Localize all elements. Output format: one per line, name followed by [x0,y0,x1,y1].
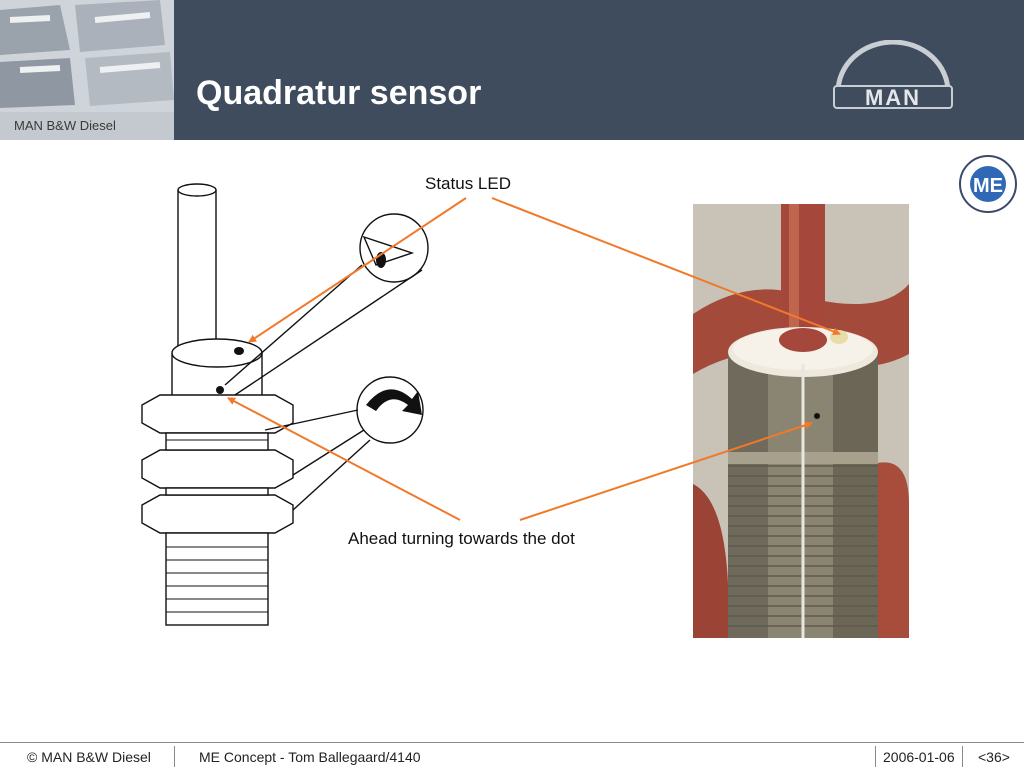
footer-divider [0,742,1024,743]
status-led-label: Status LED [425,174,511,193]
sensor-nut-lower [141,494,294,534]
footer-separator [875,746,876,767]
sensor-drawing [141,183,429,626]
direction-dot [216,386,224,394]
status-led-dot [234,347,244,355]
footer-copyright: © MAN B&W Diesel [27,749,151,765]
footer-separator [962,746,963,767]
led-zoom-dot [376,252,386,268]
man-logo-text: MAN [865,85,921,110]
sensor-photo [693,204,909,638]
page-title: Quadratur sensor [196,74,482,112]
corner-label-bar [0,112,174,140]
footer-date: 2006-01-06 [883,749,955,765]
sensor-nut-upper [141,394,294,434]
footer-separator [174,746,175,767]
sensor-cable [177,189,217,359]
corner-label: MAN B&W Diesel [14,118,116,133]
footer-presentation: ME Concept - Tom Ballegaard/4140 [199,749,421,765]
page-number: <36> [978,749,1010,765]
sensor-photo-image [693,204,909,638]
me-badge-icon: ME [959,155,1017,213]
me-badge-text: ME [973,175,1003,197]
man-logo: MAN [833,40,953,110]
ahead-turning-label: Ahead turning towards the dot [348,529,575,548]
sensor-thread [165,532,269,626]
man-bw-emblem [0,0,174,112]
corner-logo: MAN B&W Diesel [0,0,174,140]
